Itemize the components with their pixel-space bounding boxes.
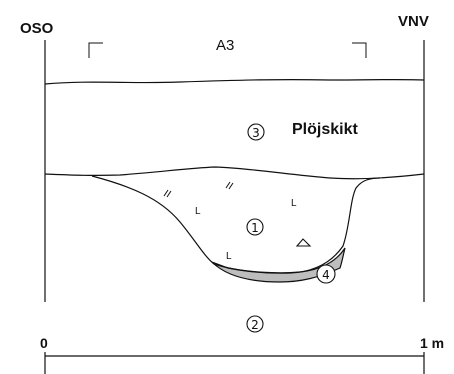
find-symbol-1: L xyxy=(195,206,201,217)
ground-surface-line xyxy=(44,78,425,85)
plough-layer-label: Plöjskikt xyxy=(292,121,358,138)
layer-2-marker: 2 xyxy=(246,315,264,333)
layer-1-marker: 1 xyxy=(246,218,264,236)
plough-layer-boundary xyxy=(44,166,425,180)
layer-3-number: 3 xyxy=(252,126,260,140)
bracket-left xyxy=(88,42,103,58)
scale-end: 1 m xyxy=(420,335,444,351)
find-symbol-3: L xyxy=(226,251,232,262)
layer-4-marker: 4 xyxy=(316,264,336,284)
orientation-right: VNV xyxy=(398,13,429,30)
section-label: A3 xyxy=(216,37,234,54)
layer-3-marker: 3 xyxy=(247,123,265,141)
layer-2-number: 2 xyxy=(251,318,259,332)
stone-triangle-icon xyxy=(295,238,312,247)
bracket-right xyxy=(352,42,367,58)
pit-outline xyxy=(91,175,381,274)
orientation-left: OSO xyxy=(20,20,54,37)
scale-start: 0 xyxy=(40,335,48,351)
hatch-mark-2 xyxy=(225,181,234,190)
layer-4-number: 4 xyxy=(322,268,330,282)
hatch-mark-1 xyxy=(163,189,172,198)
layer-1-number: 1 xyxy=(251,221,259,235)
find-symbol-2: L xyxy=(291,198,297,209)
